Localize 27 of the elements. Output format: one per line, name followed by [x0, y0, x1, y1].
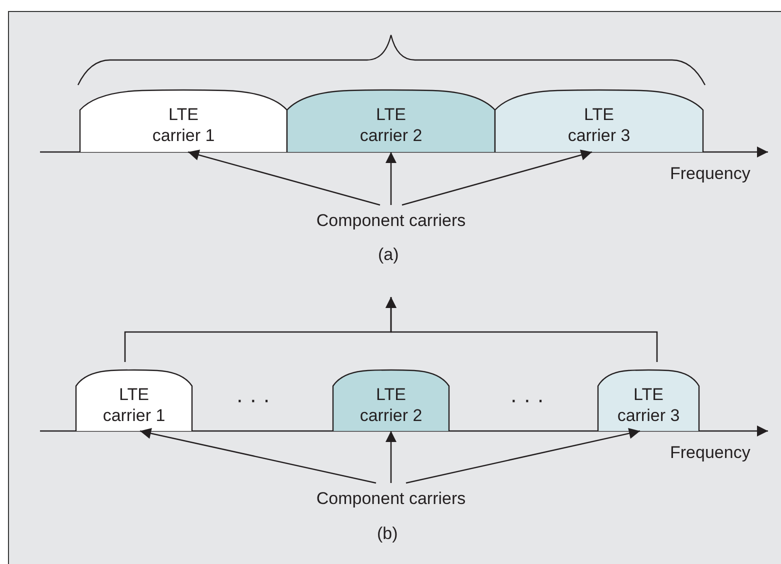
arrow: [140, 428, 376, 484]
carrier-block: [76, 370, 192, 431]
arrow: [386, 297, 658, 362]
carrier-label: LTE carrier 3: [616, 384, 681, 426]
carrier-label: LTE carrier 1: [102, 384, 166, 426]
carrier-block: [80, 90, 287, 152]
text-label: Component carriers: [290, 485, 492, 511]
text-label: Component carriers: [290, 207, 492, 233]
carrier-label: LTE carrier 3: [566, 104, 632, 146]
carrier-label: LTE carrier 2: [358, 104, 424, 146]
carrier-block: [598, 370, 699, 431]
carrier-block: [495, 90, 703, 152]
panel-caption: (a): [378, 244, 399, 265]
carrier-block: [287, 90, 495, 152]
axis-label: Frequency: [670, 442, 750, 463]
ellipsis-dots: · · ·: [236, 389, 270, 410]
carrier-label: LTE carrier 2: [358, 384, 424, 426]
arrow: [188, 150, 380, 206]
ellipsis-dots: · · ·: [510, 389, 544, 410]
arrow: [386, 152, 396, 205]
arrow: [406, 428, 640, 484]
arrow: [402, 150, 592, 206]
arrow: [386, 431, 396, 483]
axis-label: Frequency: [670, 163, 750, 184]
carrier-block: [333, 370, 449, 431]
carrier-label: LTE carrier 1: [151, 104, 216, 146]
panel-caption: (b): [377, 523, 398, 544]
